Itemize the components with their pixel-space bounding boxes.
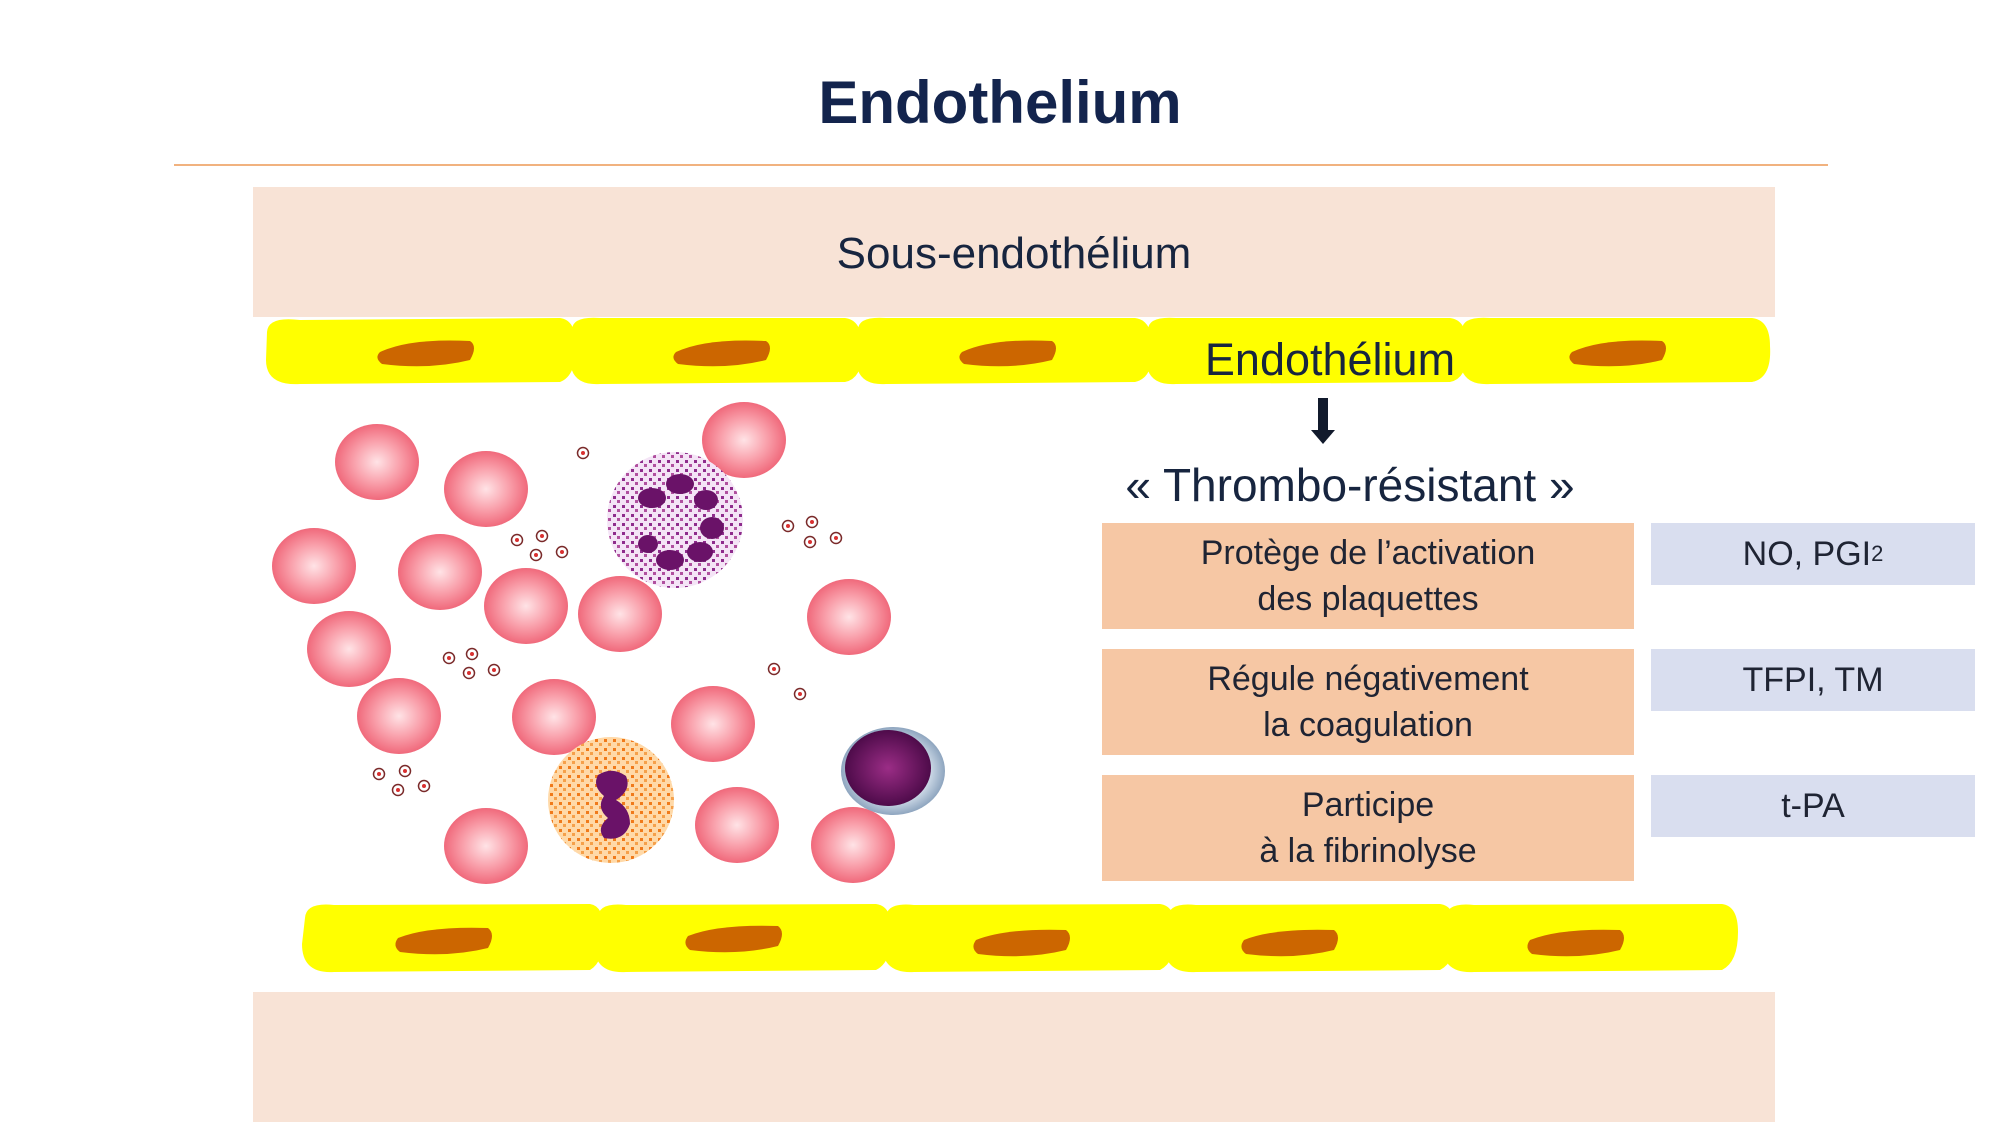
red-blood-cell-icon [444, 808, 528, 884]
red-blood-cell-icon [444, 451, 528, 527]
platelet-icon [510, 533, 524, 547]
thrombo-resistant-label: « Thrombo-résistant » [1125, 459, 1575, 511]
red-blood-cell-icon [484, 568, 568, 644]
platelet-icon [391, 783, 405, 797]
red-blood-cell-icon [811, 807, 895, 883]
mediator-subscript: 2 [1871, 541, 1884, 566]
endothelial-cell-icon [594, 904, 892, 973]
endothelial-cell-icon [570, 317, 863, 385]
title-divider [174, 164, 1828, 166]
platelet-icon [576, 446, 590, 460]
lymphocyte-icon [841, 727, 945, 815]
page-title: Endothelium [818, 69, 1182, 136]
endothelial-cell-icon [882, 904, 1176, 973]
nucleus-icon [1569, 340, 1666, 367]
sub-endothelium-layer-bottom [253, 992, 1775, 1122]
function-box-coagulation: Régule négativement la coagulation [1102, 649, 1634, 755]
sub-endothelium-label: Sous-endothélium [836, 229, 1192, 278]
function-line: Participe [1301, 786, 1435, 824]
nucleus-icon [395, 927, 492, 955]
red-blood-cell-icon [578, 576, 662, 652]
red-blood-cell-icon [272, 528, 356, 604]
platelet-icon [372, 767, 386, 781]
neutrophil-icon [607, 452, 743, 588]
endothelial-cell-icon [266, 318, 576, 385]
endothelium-bottom-row [302, 904, 1738, 973]
platelet-icon [398, 764, 412, 778]
function-box-fibrinolysis: Participe à la fibrinolyse [1102, 775, 1634, 881]
nucleus-icon [673, 340, 770, 367]
platelet-icon [555, 545, 569, 559]
platelet-icon [829, 531, 843, 545]
red-blood-cell-icon [695, 787, 779, 863]
platelet-icon [793, 687, 807, 701]
platelet-icon [442, 651, 456, 665]
red-blood-cell-icon [807, 579, 891, 655]
endothelial-cell-icon [1442, 904, 1738, 973]
platelet-icon [805, 515, 819, 529]
platelet-icon [535, 529, 549, 543]
red-blood-cell-icon [702, 402, 786, 478]
endothelial-cell-icon [856, 317, 1153, 385]
function-line: des plaquettes [1257, 580, 1479, 618]
red-blood-cell-icon [398, 534, 482, 610]
nucleus-icon [685, 925, 782, 953]
platelet-icon [462, 666, 476, 680]
endothelial-cell-icon [302, 904, 604, 973]
platelet-icon [781, 519, 795, 533]
mediator-text: TFPI, TM [1742, 660, 1884, 699]
eosinophil-icon [548, 737, 674, 863]
mediator-box-coagulation: TFPI, TM [1651, 649, 1975, 711]
function-box-platelets: Protège de l’activation des plaquettes [1102, 523, 1634, 629]
mediator-text: NO, PGI [1742, 534, 1872, 573]
platelet-icon [803, 535, 817, 549]
nucleus-icon [1241, 929, 1338, 957]
endothelial-cell-icon [1146, 317, 1468, 385]
red-blood-cells [272, 402, 895, 884]
nucleus-icon [1527, 929, 1624, 957]
endothelium-label: Endothélium [1204, 334, 1456, 385]
platelet-icon [487, 663, 501, 677]
down-arrow-icon [1318, 398, 1328, 432]
red-blood-cell-icon [335, 424, 419, 500]
red-blood-cell-icon [671, 686, 755, 762]
mediator-box-fibrinolysis: t-PA [1651, 775, 1975, 837]
red-blood-cell-icon [512, 679, 596, 755]
function-line: Régule négativement [1207, 660, 1529, 698]
platelet-icon [529, 548, 543, 562]
function-line: à la fibrinolyse [1259, 832, 1477, 870]
sub-endothelium-layer-top: Sous-endothélium [253, 187, 1775, 317]
function-line: la coagulation [1263, 706, 1473, 744]
nucleus-icon [377, 340, 474, 367]
mediator-text: t-PA [1781, 786, 1845, 825]
red-blood-cell-icon [357, 678, 441, 754]
endothelial-cell-icon [1460, 317, 1771, 385]
red-blood-cell-icon [307, 611, 391, 687]
nucleus-icon [959, 340, 1056, 367]
endothelium-top-row [266, 317, 1771, 385]
endothelial-cell-icon [1164, 904, 1456, 973]
platelet-icon [417, 779, 431, 793]
platelet-icon [465, 647, 479, 661]
nucleus-icon [973, 929, 1070, 957]
function-line: Protège de l’activation [1200, 534, 1536, 572]
platelet-icon [767, 662, 781, 676]
down-arrow-head-icon [1311, 430, 1335, 444]
